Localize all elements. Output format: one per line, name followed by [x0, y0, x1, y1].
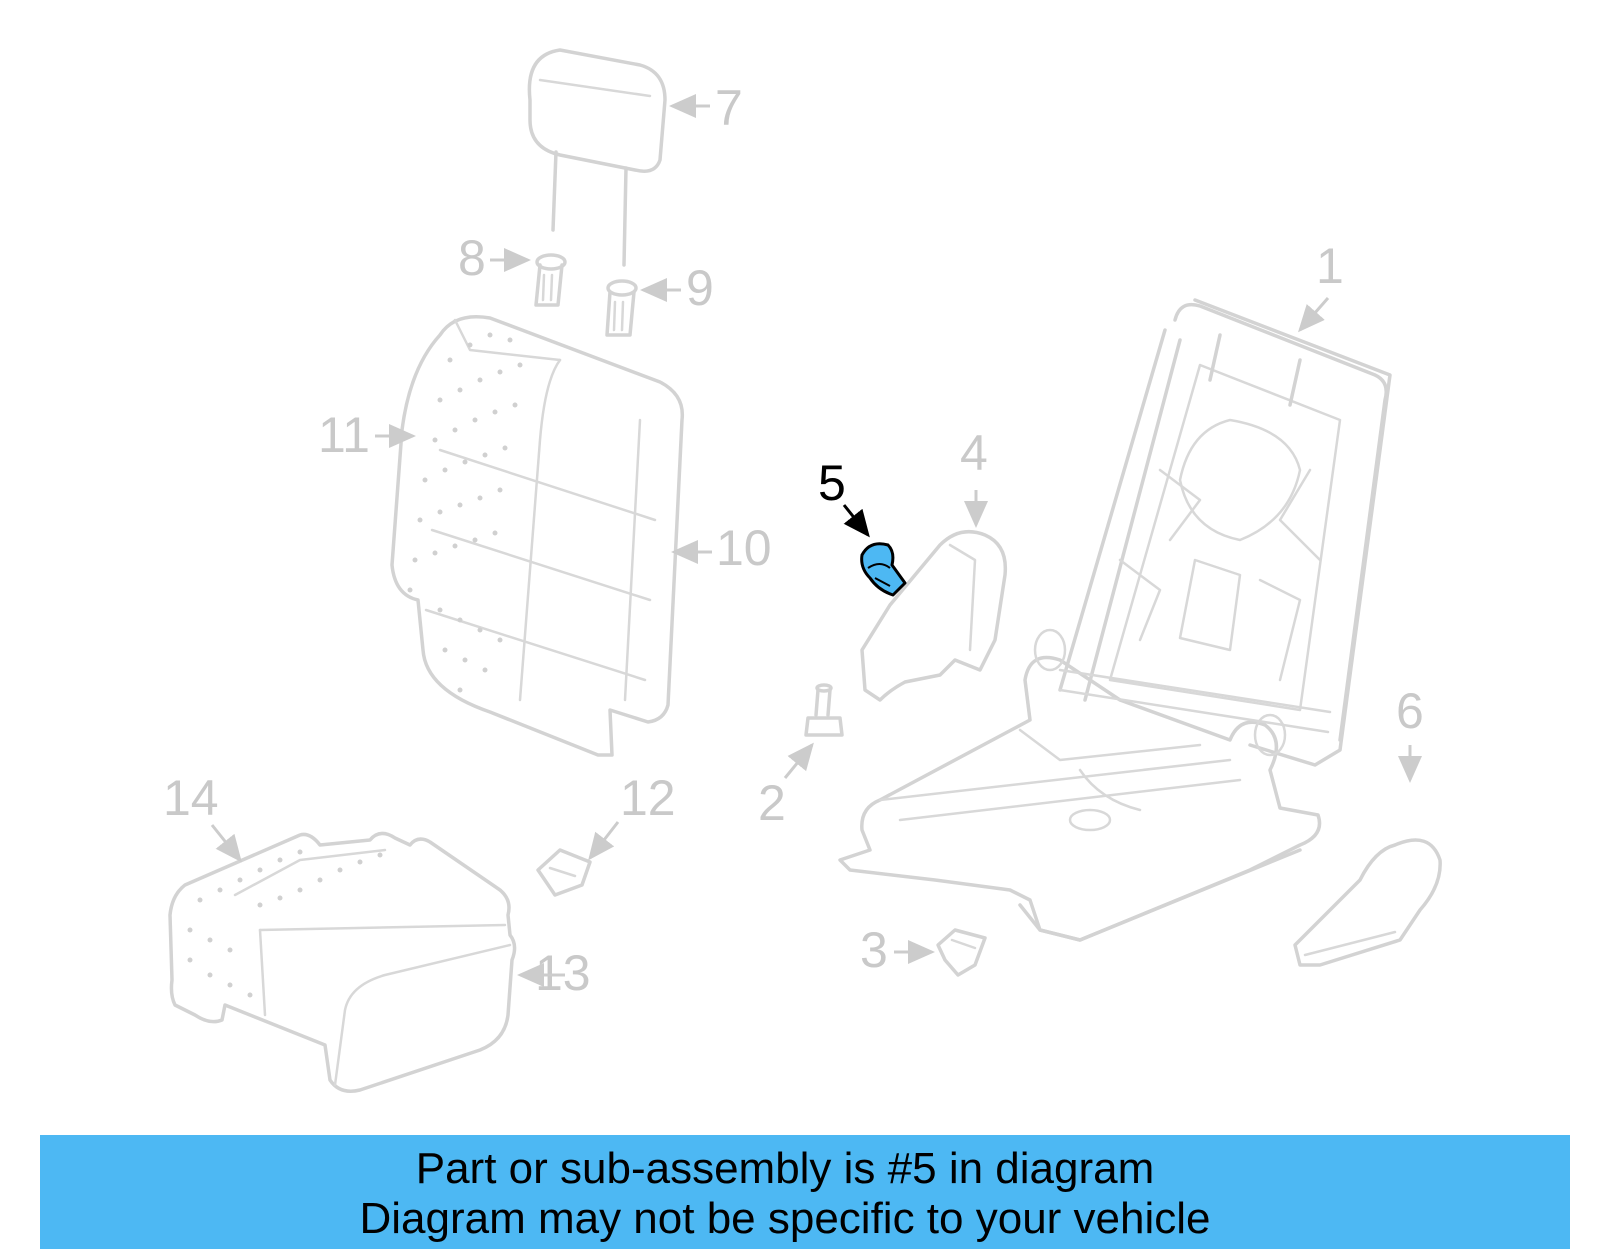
- info-banner: Part or sub-assembly is #5 in diagram Di…: [40, 1135, 1570, 1249]
- svg-text:13: 13: [535, 945, 591, 1001]
- part-12-clip: [536, 848, 592, 897]
- svg-text:6: 6: [1396, 683, 1424, 739]
- callout-5[interactable]: 5: [818, 455, 870, 538]
- callout-11: 11: [318, 407, 416, 463]
- part-8-guide: [534, 253, 567, 307]
- svg-text:11: 11: [318, 407, 370, 463]
- callout-13: 13: [517, 945, 591, 1001]
- callout-4: 4: [960, 425, 988, 528]
- svg-text:12: 12: [620, 770, 676, 826]
- svg-text:1: 1: [1316, 238, 1344, 294]
- svg-text:2: 2: [758, 775, 786, 831]
- callout-6: 6: [1396, 683, 1424, 783]
- svg-text:8: 8: [458, 230, 486, 286]
- part-6-side-trim: [1293, 838, 1442, 967]
- svg-text:4: 4: [960, 425, 988, 481]
- callout-1: 1: [1298, 238, 1344, 333]
- banner-part-note: Part or sub-assembly is #5 in diagram: [415, 1144, 1155, 1193]
- callout-10: 10: [671, 520, 772, 576]
- part-14-cushion-fabric: [187, 849, 383, 998]
- svg-text:9: 9: [686, 260, 714, 316]
- callout-3: 3: [860, 922, 935, 978]
- banner-disclaimer: Diagram may not be specific to your vehi…: [359, 1194, 1211, 1243]
- part-13-seat-cushion: [168, 831, 517, 1093]
- part-11-seatback-fabric: [407, 332, 523, 693]
- svg-text:7: 7: [715, 80, 743, 136]
- part-4-trim-cover: [860, 529, 1008, 702]
- callout-12: 12: [588, 770, 676, 861]
- svg-text:14: 14: [163, 770, 219, 826]
- svg-text:3: 3: [860, 922, 888, 978]
- svg-text:5: 5: [818, 455, 846, 511]
- callout-9: 9: [640, 260, 714, 316]
- part-1-seat-frame: [838, 298, 1392, 942]
- part-7-headrest: [527, 48, 667, 267]
- callout-7: 7: [669, 80, 743, 136]
- callout-8: 8: [458, 230, 531, 286]
- part-9-guide: [605, 279, 638, 337]
- part-3-clip: [936, 928, 987, 977]
- part-5-highlighted[interactable]: [860, 542, 907, 597]
- callout-14: 14: [163, 770, 242, 863]
- callout-2: 2: [758, 742, 814, 831]
- part-2-bolt: [804, 683, 844, 737]
- svg-text:10: 10: [716, 520, 772, 576]
- part-10-seatback-cover: [390, 315, 685, 757]
